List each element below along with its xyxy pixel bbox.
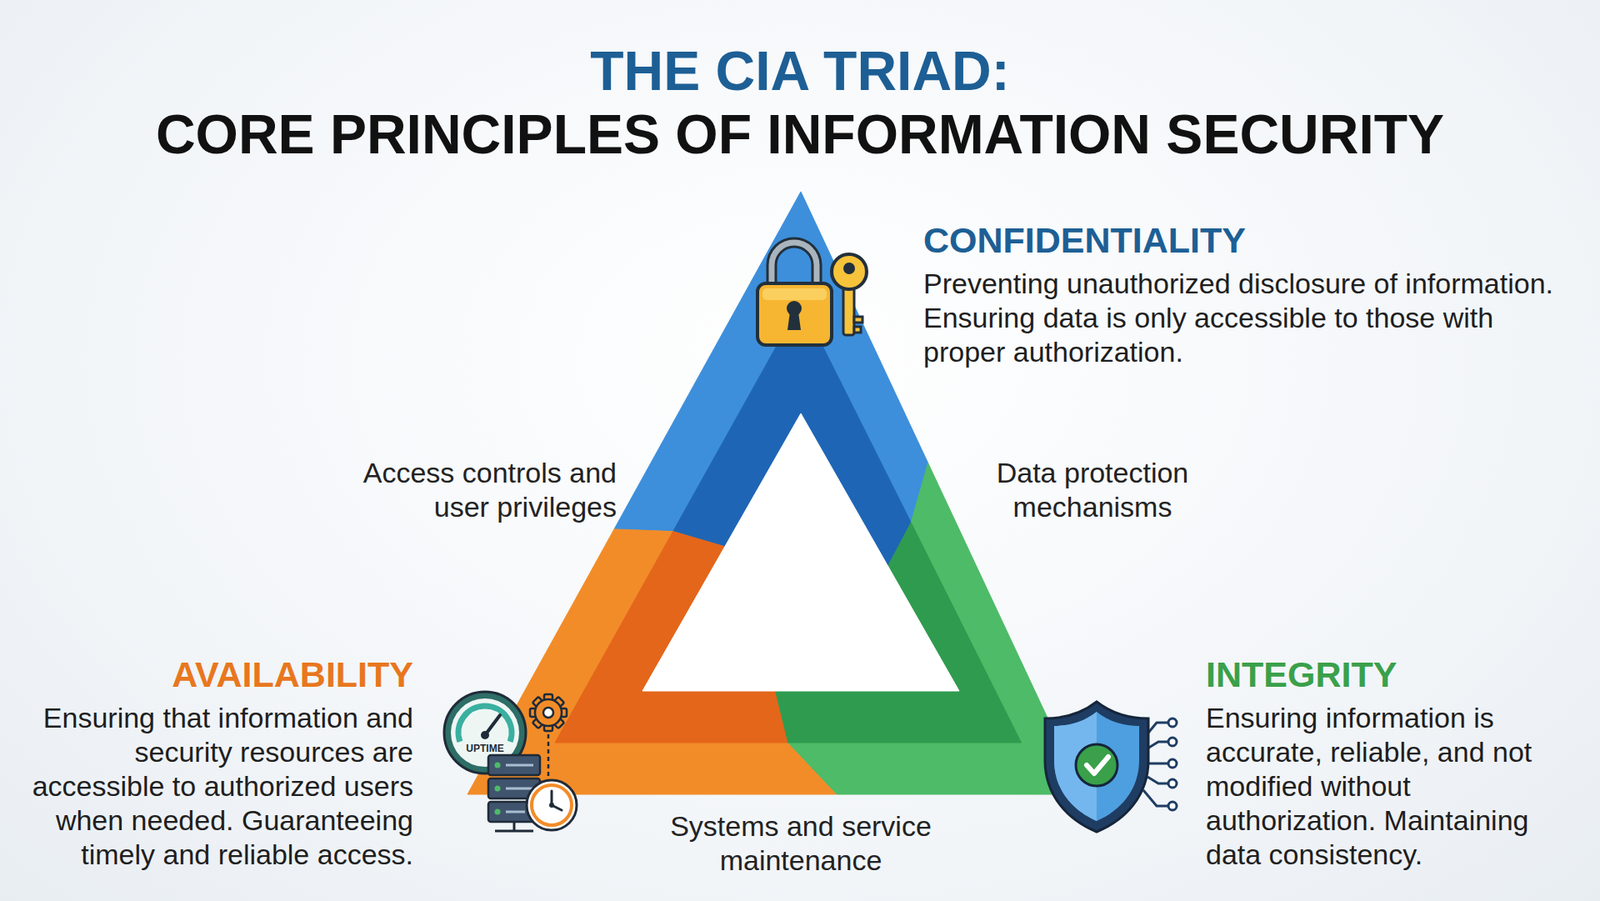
principle-description: Ensuring that information and security r…: [21, 700, 414, 872]
title-text: THE CIA TRIAD: CORE PRINCIPLES OF INFORM…: [155, 40, 1445, 165]
principle-description: Preventing unauthorized disclosure of in…: [923, 266, 1557, 370]
title-spacer: [1033, 39, 1600, 103]
principle-heading: INTEGRITY: [1205, 655, 1573, 695]
integrity-shield-icon: [1045, 701, 1177, 832]
availability-icon: [444, 691, 577, 831]
principle-block: CONFIDENTIALITY Preventing unauthorized d…: [923, 220, 1557, 370]
principle-block: INTEGRITY Ensuring information is accurat…: [1205, 655, 1573, 872]
gauge-label: UPTIME: [458, 742, 512, 755]
side-label: Access controls and user privileges: [350, 455, 617, 525]
principle-heading: AVAILABILITY: [21, 655, 414, 695]
principle-heading: CONFIDENTIALITY: [923, 220, 1557, 260]
principle-block: AVAILABILITY Ensuring that information an…: [21, 655, 414, 872]
title-block: THE CIA TRIAD: CORE PRINCIPLES OF INFORM…: [0, 39, 1600, 166]
side-label: Systems and service maintenance: [659, 809, 943, 878]
title-spacer: [0, 39, 567, 103]
lock-key-icon: [757, 242, 867, 345]
side-label: Data protection mechanisms: [975, 455, 1210, 525]
inner-triangle: [642, 413, 960, 691]
principle-description: Ensuring information is accurate, reliab…: [1205, 700, 1573, 872]
